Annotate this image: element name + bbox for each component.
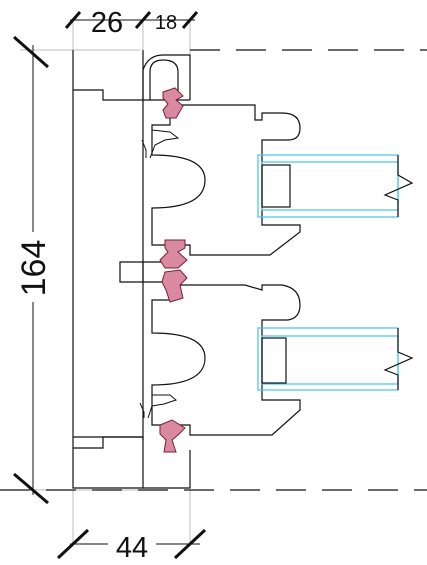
glazing-units bbox=[257, 154, 414, 391]
break-line-upper bbox=[383, 155, 414, 217]
dimension-label-18: 18 bbox=[155, 12, 177, 34]
sash-profiles bbox=[119, 100, 301, 440]
lower-glass bbox=[257, 327, 399, 391]
hardware-clips bbox=[139, 129, 180, 419]
lower-glass-pane-inner bbox=[261, 335, 399, 385]
seal-middle-upper bbox=[159, 239, 188, 269]
seals bbox=[159, 87, 188, 453]
top-dimension: 26 18 bbox=[64, 7, 199, 39]
extension-lines bbox=[20, 22, 191, 545]
boundary-dashed-lines bbox=[0, 49, 427, 491]
dimension-label-26: 26 bbox=[91, 7, 123, 39]
dimension-label-164: 164 bbox=[15, 240, 53, 297]
clip-upper bbox=[141, 129, 180, 159]
seal-bottom bbox=[159, 419, 186, 453]
frame-profile bbox=[72, 50, 191, 489]
clip-lower bbox=[139, 394, 178, 419]
upper-glass bbox=[257, 154, 399, 218]
seal-top bbox=[162, 87, 184, 119]
seal-middle-lower bbox=[161, 269, 188, 303]
upper-glass-pane-outer bbox=[257, 154, 399, 218]
bottom-dimension: 44 bbox=[56, 528, 207, 564]
dimension-label-44: 44 bbox=[116, 532, 148, 564]
upper-glass-pane-inner bbox=[261, 161, 399, 211]
break-line-lower bbox=[383, 328, 414, 390]
lower-glass-pane-outer bbox=[257, 327, 399, 391]
height-dimension: 164 bbox=[13, 35, 53, 505]
